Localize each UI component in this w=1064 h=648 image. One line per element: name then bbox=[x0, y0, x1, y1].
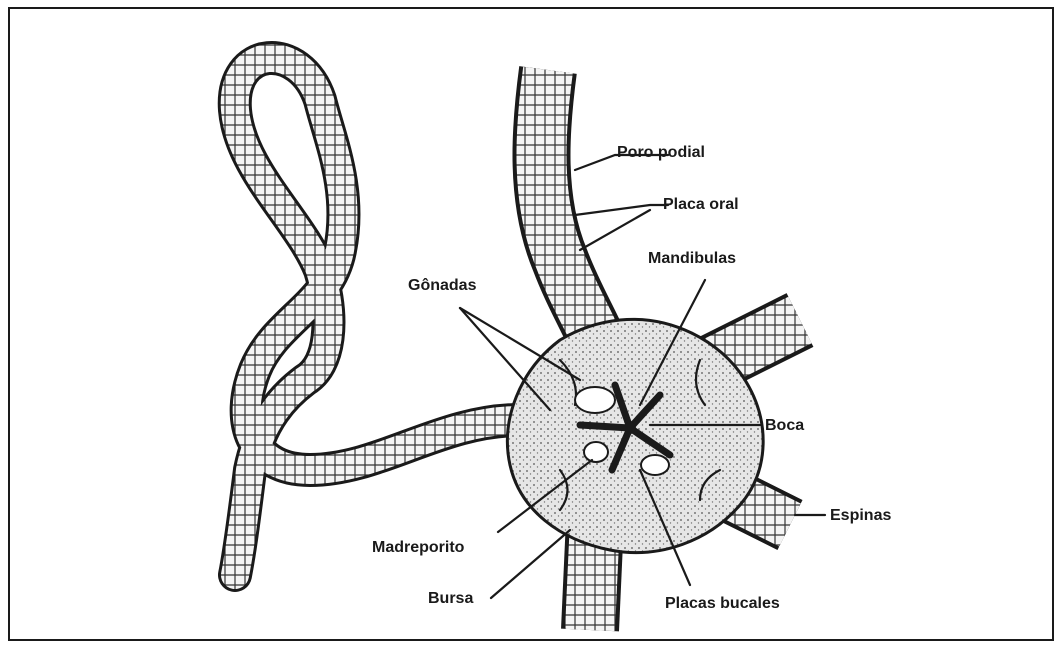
label-mandibulas: Mandibulas bbox=[648, 250, 736, 267]
label-espinas: Espinas bbox=[830, 507, 891, 524]
label-madreporito: Madreporito bbox=[372, 539, 465, 556]
label-poro-podial: Poro podial bbox=[617, 144, 705, 161]
label-placas-bucales: Placas bucales bbox=[665, 595, 780, 612]
label-bursa: Bursa bbox=[428, 590, 473, 607]
upper-arm bbox=[541, 70, 605, 360]
label-gonadas: Gônadas bbox=[408, 277, 477, 294]
label-boca: Boca bbox=[765, 417, 804, 434]
central-disc bbox=[507, 319, 763, 552]
label-placa-oral: Placa oral bbox=[663, 196, 739, 213]
curled-arm bbox=[235, 58, 520, 575]
